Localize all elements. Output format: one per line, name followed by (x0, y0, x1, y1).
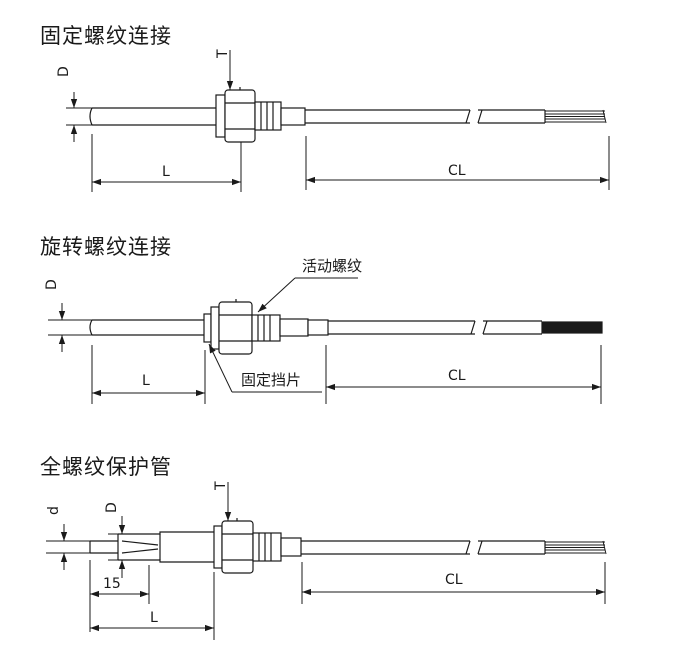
label-15: 15 (103, 576, 121, 592)
label-T: T (213, 481, 229, 491)
dimension-D (66, 92, 92, 142)
diagram-2-rotating-thread (48, 277, 603, 404)
label-L: L (142, 373, 150, 389)
hex-fitting (213, 518, 254, 574)
diagram-3-full-thread-tube (46, 482, 607, 640)
movable-nut (210, 299, 253, 355)
tapered-tube (118, 531, 214, 563)
dimension-d (46, 524, 90, 570)
diagram-1-title: 固定螺纹连接 (40, 24, 172, 48)
label-L: L (162, 164, 170, 180)
cable (305, 109, 546, 124)
dimension-L (91, 345, 206, 404)
label-d: d (46, 506, 62, 515)
dimension-D (108, 516, 140, 578)
fixed-stop-plate (203, 313, 212, 343)
diagram-3-title: 全螺纹保护管 (40, 455, 172, 479)
thread-neck (254, 101, 306, 131)
callout-movable-thread (257, 277, 358, 313)
dimension-15 (89, 560, 150, 632)
lead-wires (541, 321, 603, 334)
lead-wires (545, 540, 607, 555)
thread-neck (251, 314, 329, 342)
hex-fitting (215, 87, 256, 143)
label-L: L (150, 610, 158, 626)
dimension-CL (305, 136, 610, 190)
label-movable-thread: 活动螺纹 (302, 257, 362, 275)
dimension-CL (325, 345, 602, 404)
diagram-1-fixed-thread (66, 50, 610, 192)
label-D: D (104, 502, 120, 513)
cable (328, 320, 542, 335)
label-CL: CL (448, 163, 466, 179)
thread-neck (252, 532, 302, 562)
dimension-CL (301, 562, 606, 604)
label-CL: CL (448, 368, 466, 384)
dimension-L (90, 572, 215, 640)
label-D: D (44, 279, 60, 290)
probe-rod (89, 319, 204, 336)
probe-tip (89, 534, 119, 560)
label-T: T (215, 49, 231, 59)
probe-rod (89, 107, 216, 126)
callout-fixed-stop (208, 343, 322, 393)
lead-wires (545, 109, 607, 124)
cable (301, 540, 546, 555)
dimension-L (91, 134, 242, 192)
diagram-2-title: 旋转螺纹连接 (40, 235, 172, 259)
label-CL: CL (445, 572, 463, 588)
label-fixed-stop: 固定挡片 (241, 371, 301, 389)
dimension-D (48, 303, 92, 352)
label-D: D (56, 66, 72, 77)
